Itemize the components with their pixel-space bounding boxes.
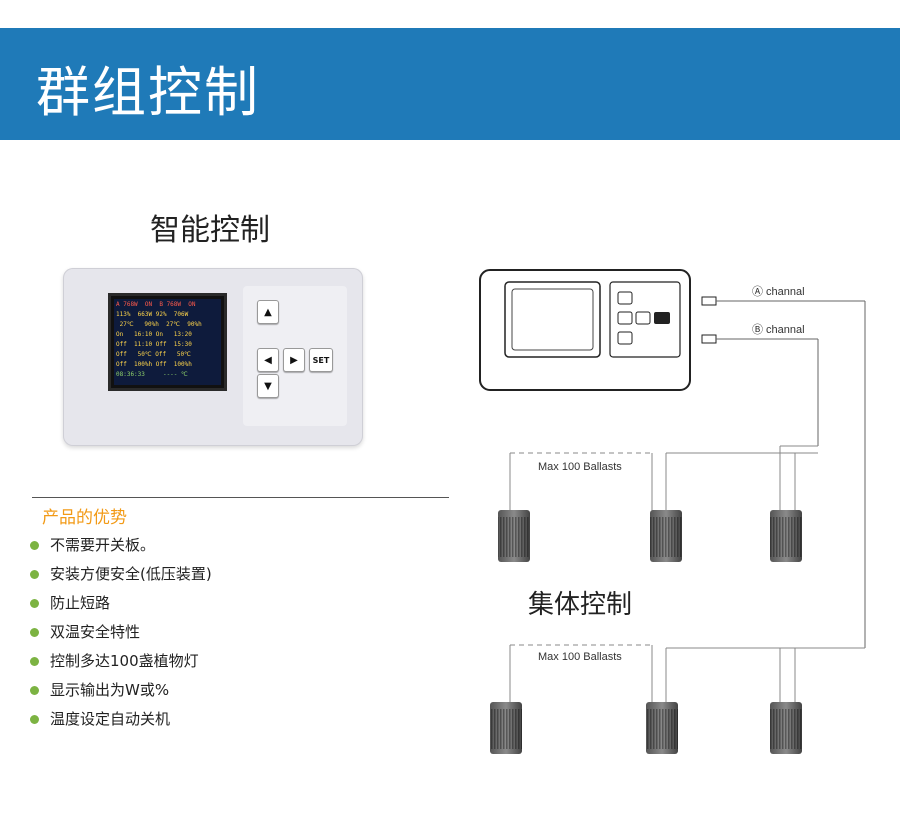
screen-line: 08:36:33 ---- ℃ (116, 371, 188, 378)
screen-line: Off 50℃ Off 50℃ (116, 351, 191, 358)
feature-list: 不需要开关板。安装方便安全(低压装置) 防止短路双温安全特性控制多达100盏植物灯… (30, 535, 212, 738)
feature-text: 安装方便安全(低压装置) (50, 565, 212, 583)
group-control-diagram: Ⓐ channal Ⓑ channal Max 100 Ballasts Max… (479, 269, 866, 754)
feature-item: 温度设定自动关机 (30, 709, 212, 738)
bullet-dot-icon (30, 657, 39, 666)
bullet-dot-icon (30, 686, 39, 695)
group-control-title: 集体控制 (528, 590, 633, 620)
bullet-dot-icon (30, 599, 39, 608)
bullet-dot-icon (30, 541, 39, 550)
feature-item: 显示输出为W或% (30, 680, 212, 709)
ballast-top-1 (498, 510, 530, 562)
connector-a (701, 296, 717, 306)
screen-readout: A 768W ON B 768W ON 113% 663W 92% 706W 27… (114, 299, 221, 385)
feature-item: 双温安全特性 (30, 622, 212, 651)
feature-item: 安装方便安全(低压装置) (30, 564, 212, 593)
controller-keypad: ▲ ◀ ▶ SET ▼ (243, 286, 347, 426)
controller-screen: A 768W ON B 768W ON 113% 663W 92% 706W 27… (108, 293, 227, 391)
feature-text: 控制多达100盏植物灯 (50, 652, 199, 670)
diagram-controller-screen (504, 281, 601, 358)
bullet-dot-icon (30, 715, 39, 724)
feature-text: 温度设定自动关机 (50, 710, 171, 728)
feature-text: 双温安全特性 (50, 623, 141, 641)
channel-a-label: Ⓐ channal (752, 285, 805, 298)
connector-b (701, 334, 717, 344)
diagram-left-key (617, 311, 633, 325)
diagram-down-key (617, 331, 633, 345)
diagram-keypad (609, 281, 681, 358)
screen-line: Off 11:10 Off 15:30 (116, 341, 192, 348)
screen-line: 113% 663W 92% 706W (116, 311, 189, 318)
channel-b-label: Ⓑ channal (752, 323, 805, 336)
page-title: 群组控制 (36, 61, 260, 124)
feature-text: 显示输出为W或% (50, 681, 170, 699)
feature-item: 控制多达100盏植物灯 (30, 651, 212, 680)
ballast-top-3 (770, 510, 802, 562)
max-ballasts-label-bottom: Max 100 Ballasts (538, 651, 622, 663)
smart-control-title: 智能控制 (150, 213, 270, 248)
section-divider (32, 497, 449, 498)
bullet-dot-icon (30, 570, 39, 579)
down-arrow-key: ▼ (257, 374, 279, 398)
left-arrow-key: ◀ (257, 348, 279, 372)
screen-line: Off 100%h Off 100%h (116, 361, 192, 368)
set-key: SET (309, 348, 333, 372)
advantages-title: 产品的优势 (42, 508, 127, 528)
bullet-dot-icon (30, 628, 39, 637)
ballast-bottom-1 (490, 702, 522, 754)
screen-line: A 768W ON B 768W ON (116, 301, 196, 308)
diagram-screen-inner (511, 288, 594, 351)
ballast-top-2 (650, 510, 682, 562)
max-ballasts-label-top: Max 100 Ballasts (538, 461, 622, 473)
feature-text: 不需要开关板。 (50, 536, 156, 554)
diagram-up-key (617, 291, 633, 305)
screen-line: 27℃ 90%h 27℃ 90%h (116, 321, 202, 328)
diagram-set-key (654, 312, 670, 324)
up-arrow-key: ▲ (257, 300, 279, 324)
ballast-bottom-3 (770, 702, 802, 754)
right-arrow-key: ▶ (283, 348, 305, 372)
feature-item: 防止短路 (30, 593, 212, 622)
feature-item: 不需要开关板。 (30, 535, 212, 564)
controller-device-photo: A 768W ON B 768W ON 113% 663W 92% 706W 27… (63, 268, 363, 446)
screen-line: On 16:10 On 13:20 (116, 331, 192, 338)
header-banner: 群组控制 (0, 28, 900, 140)
ballast-bottom-2 (646, 702, 678, 754)
diagram-right-key (635, 311, 651, 325)
feature-text: 防止短路 (50, 594, 111, 612)
